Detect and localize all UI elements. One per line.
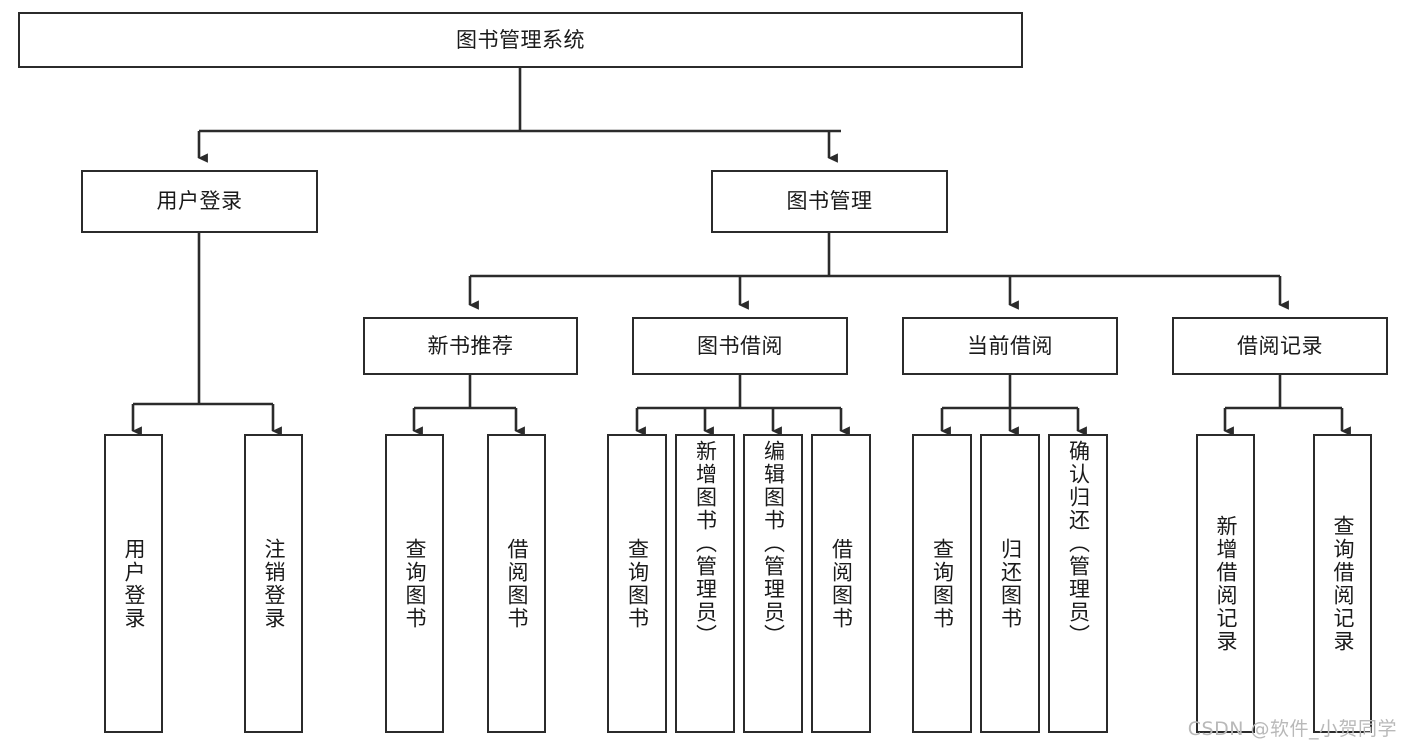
node-leaf-add-record[interactable]: 新增借阅记录	[1196, 434, 1255, 733]
node-label: 确认归还（管理员）	[1066, 440, 1091, 647]
node-leaf-query-book-3[interactable]: 查询图书	[912, 434, 972, 733]
node-leaf-user-login[interactable]: 用户登录	[104, 434, 163, 733]
node-label: 归还图书	[998, 537, 1023, 630]
node-label: 注销登录	[262, 537, 286, 630]
node-label: 用户登录	[122, 537, 146, 630]
node-label: 查询图书	[403, 537, 427, 630]
node-label: 图书借阅	[697, 333, 783, 358]
node-label: 查询图书	[625, 537, 650, 630]
node-user-login[interactable]: 用户登录	[81, 170, 318, 233]
node-label: 图书管理系统	[456, 27, 585, 52]
node-label: 图书管理	[786, 189, 873, 214]
node-leaf-query-book-1[interactable]: 查询图书	[385, 434, 444, 733]
node-label: 借阅图书	[505, 537, 529, 630]
node-leaf-confirm-return[interactable]: 确认归还（管理员）	[1048, 434, 1108, 733]
node-leaf-query-book-2[interactable]: 查询图书	[607, 434, 667, 733]
csdn-watermark: CSDN @软件_小贺同学	[1187, 718, 1397, 740]
node-new-book-recommend[interactable]: 新书推荐	[363, 317, 578, 375]
node-label: 当前借阅	[967, 333, 1053, 358]
node-book-borrow[interactable]: 图书借阅	[632, 317, 848, 375]
node-label: 用户登录	[156, 189, 243, 214]
node-label: 编辑图书（管理员）	[761, 440, 786, 647]
node-label: 新增图书（管理员）	[693, 440, 718, 647]
node-leaf-add-book[interactable]: 新增图书（管理员）	[675, 434, 735, 733]
node-leaf-return-book[interactable]: 归还图书	[980, 434, 1040, 733]
node-leaf-borrow-book-2[interactable]: 借阅图书	[811, 434, 871, 733]
node-borrow-record[interactable]: 借阅记录	[1172, 317, 1388, 375]
node-current-borrow[interactable]: 当前借阅	[902, 317, 1118, 375]
node-label: 借阅记录	[1237, 333, 1323, 358]
node-leaf-query-record[interactable]: 查询借阅记录	[1313, 434, 1372, 733]
node-label: 借阅图书	[829, 537, 854, 630]
node-leaf-user-logout[interactable]: 注销登录	[244, 434, 303, 733]
node-label: 新增借阅记录	[1214, 514, 1238, 653]
node-book-manage[interactable]: 图书管理	[711, 170, 948, 233]
node-leaf-edit-book[interactable]: 编辑图书（管理员）	[743, 434, 803, 733]
node-label: 查询借阅记录	[1331, 514, 1355, 653]
node-leaf-borrow-book-1[interactable]: 借阅图书	[487, 434, 546, 733]
node-label: 新书推荐	[427, 333, 514, 358]
node-root-system[interactable]: 图书管理系统	[18, 12, 1023, 68]
node-label: 查询图书	[930, 537, 955, 630]
